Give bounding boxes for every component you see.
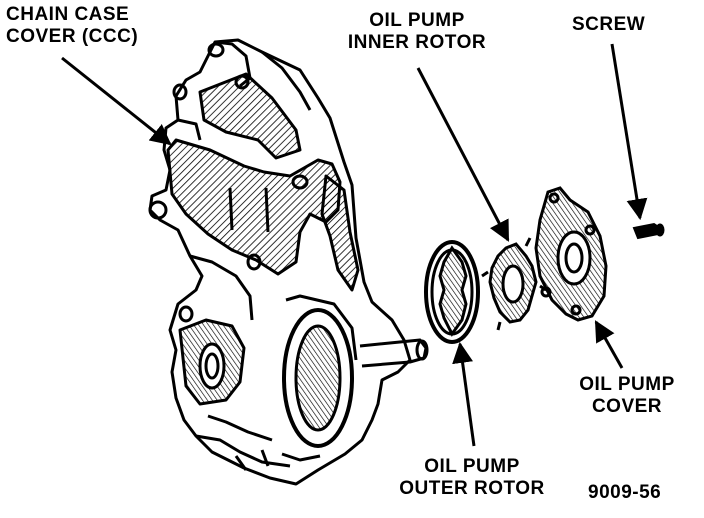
figure-number: 9009-56: [588, 482, 661, 504]
outer-rotor-drawing: [424, 240, 480, 344]
screw-label: SCREW: [572, 14, 645, 36]
ccc-leader: [61, 56, 172, 146]
figure-number-text: 9009-56: [588, 482, 662, 503]
pump-cover-line1: OIL PUMP: [579, 374, 675, 395]
outer-rotor-line1: OIL PUMP: [424, 456, 520, 477]
chain-case-cover-drawing: [148, 38, 429, 486]
cover-leader: [594, 320, 624, 369]
chain-case-cover-line2: COVER (CCC): [6, 26, 139, 47]
chain-case-cover-line1: CHAIN CASE: [6, 4, 130, 25]
inner-rotor-leader: [416, 67, 510, 242]
pump-cover-label: OIL PUMP COVER: [572, 374, 682, 418]
pump-cover-line2: COVER: [591, 396, 663, 417]
leader-lines: [61, 43, 648, 447]
screw-text: SCREW: [572, 14, 646, 35]
inner-rotor-line2: INNER ROTOR: [347, 32, 487, 53]
outer-rotor-line2: OUTER ROTOR: [399, 478, 545, 499]
outer-rotor-leader: [452, 341, 476, 447]
pump-cover-drawing: [534, 186, 608, 322]
outer-rotor-label: OIL PUMP OUTER ROTOR: [392, 456, 552, 500]
screw-leader: [610, 43, 648, 221]
chain-case-cover-label: CHAIN CASE COVER (CCC): [6, 4, 138, 48]
inner-rotor-line1: OIL PUMP: [369, 10, 465, 31]
inner-rotor-label: OIL PUMP INNER ROTOR: [342, 10, 492, 54]
screw-drawing: [632, 222, 665, 240]
